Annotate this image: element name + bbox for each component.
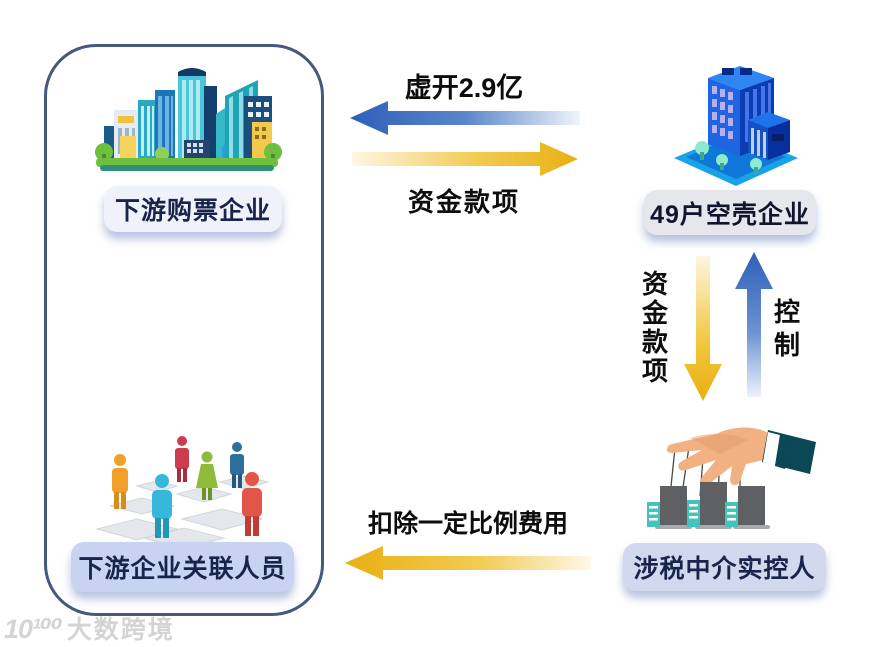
watermark-text: 大数跨境 bbox=[66, 616, 175, 644]
control-caption: 控制 bbox=[773, 297, 800, 360]
city-buildings-illustration bbox=[95, 68, 282, 171]
funds-down-arrow bbox=[684, 256, 722, 401]
downstream-related-people-label: 下游企业关联人员 bbox=[71, 542, 294, 592]
fake-invoice-caption: 虚开2.9亿 bbox=[404, 73, 524, 103]
tax-agent-controller-label: 涉税中介实控人 bbox=[623, 543, 826, 591]
shell-companies-label: 49户空壳企业 bbox=[644, 190, 816, 235]
people-network-illustration bbox=[95, 436, 270, 549]
person-green bbox=[196, 451, 218, 500]
person-steelblue bbox=[230, 442, 244, 488]
fee-arrow bbox=[345, 546, 591, 580]
person-cyan bbox=[152, 474, 172, 538]
person-coral bbox=[242, 472, 262, 536]
fake-invoice-arrow bbox=[350, 101, 580, 135]
shell-company-building-illustration bbox=[674, 66, 798, 186]
watermark-logo: 10¹⁰⁰ bbox=[4, 614, 63, 644]
funds-to-shell-arrow bbox=[352, 142, 578, 176]
person-crimson bbox=[175, 436, 189, 482]
control-up-arrow bbox=[735, 252, 773, 397]
watermark: 10¹⁰⁰ 大数跨境 bbox=[4, 610, 175, 646]
puppet-hand-illustration bbox=[647, 427, 816, 529]
puppet-buildings bbox=[647, 482, 770, 529]
funds-to-shell-caption: 资金款项 bbox=[407, 187, 520, 217]
person-orange bbox=[112, 454, 128, 509]
funds-down-caption: 资金款项 bbox=[641, 269, 668, 386]
fee-caption: 扣除一定比例费用 bbox=[367, 510, 568, 538]
downstream-buyer-label: 下游购票企业 bbox=[104, 186, 282, 232]
